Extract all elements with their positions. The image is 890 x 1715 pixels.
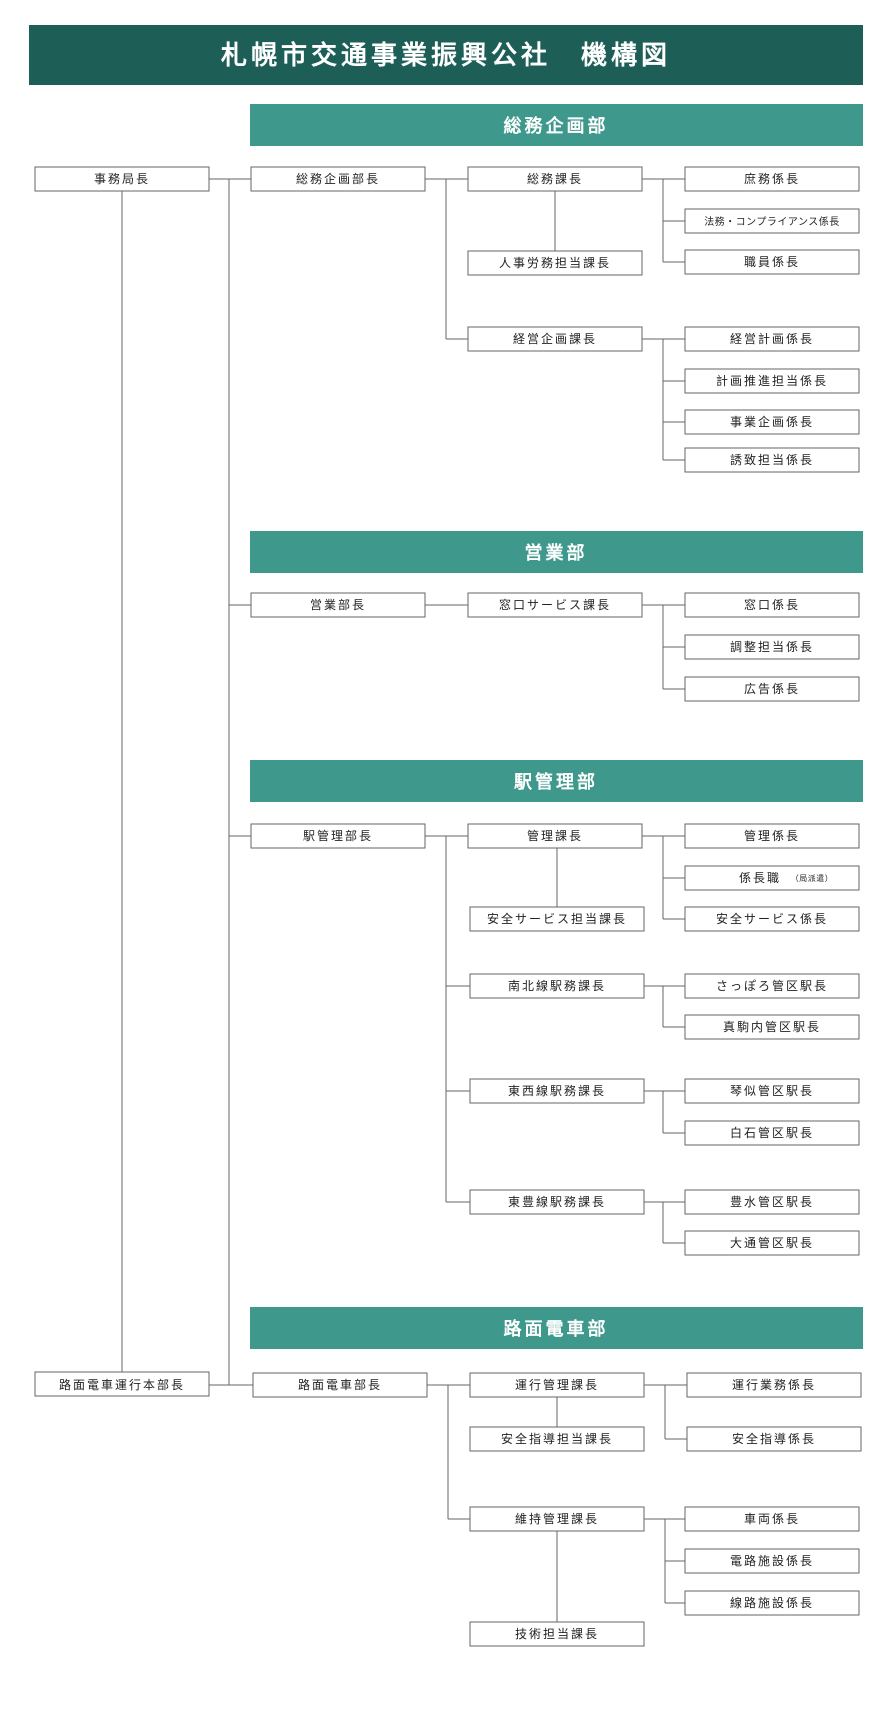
svg-text:路面電車運行本部長: 路面電車運行本部長 [59,1377,185,1392]
node-hosui-ekicho: 豊水管区駅長 [684,1189,860,1215]
node-keieikeikaku-kakari: 経営計画係長 [684,326,860,352]
node-keikaku-suishin-kakari: 計画推進担当係長 [684,368,860,394]
svg-text:経営計画係長: 経営計画係長 [730,331,814,346]
node-anzen-shido-kacho: 安全指導担当課長 [469,1426,645,1452]
svg-text:法務・コンプライアンス係長: 法務・コンプライアンス係長 [704,215,840,228]
dept-label-eki: 駅管理部 [513,771,598,793]
svg-text:安全サービス係長: 安全サービス係長 [716,911,828,926]
svg-text:南北線駅務課長: 南北線駅務課長 [508,978,606,993]
node-kokoku-kakari: 広告係長 [684,676,860,702]
svg-text:管理課長: 管理課長 [527,828,583,843]
node-shokuin-kakari: 職員係長 [684,249,860,275]
svg-text:職員係長: 職員係長 [744,255,800,269]
svg-text:線路施設係長: 線路施設係長 [730,1595,814,1610]
svg-text:係長職: 係長職 [739,871,781,885]
svg-text:豊水管区駅長: 豊水管区駅長 [730,1194,814,1209]
node-romen-bucho: 路面電車部長 [252,1372,428,1398]
node-kanri-kacho: 管理課長 [467,823,643,849]
chart-title: 札幌市交通事業振興公社 機構図 [221,40,671,71]
node-anzen-service-kacho: 安全サービス担当課長 [469,906,645,932]
node-sapporo-ekicho: さっぽろ管区駅長 [684,973,860,999]
svg-text:さっぽろ管区駅長: さっぽろ管区駅長 [716,978,828,993]
node-gijutsu-kacho: 技術担当課長 [469,1621,645,1647]
node-jimukyokucho: 事務局長 [34,166,210,192]
node-shomu-kakari: 庶務係長 [684,166,860,192]
node-keiei-kacho: 経営企画課長 [467,326,643,352]
svg-text:大通管区駅長: 大通管区駅長 [730,1235,814,1250]
dept-bar-eki [250,760,863,802]
svg-text:窓口係長: 窓口係長 [744,597,800,612]
svg-text:計画推進担当係長: 計画推進担当係長 [716,373,828,388]
svg-text:事務局長: 事務局長 [94,172,150,186]
node-madoguchi-kacho: 窓口サービス課長 [467,592,643,618]
node-shiroishi-ekicho: 白石管区駅長 [684,1120,860,1146]
node-jinji-kacho: 人事労務担当課長 [467,250,643,276]
node-unko-gyomu-kakari: 運行業務係長 [686,1372,862,1398]
svg-text:広告係長: 広告係長 [744,682,800,696]
node-romen-honbucho: 路面電車運行本部長 [34,1371,210,1397]
svg-text:総務企画部長: 総務企画部長 [296,171,380,186]
svg-text:誘致担当係長: 誘致担当係長 [730,453,814,467]
node-iji-kanri-kacho: 維持管理課長 [469,1506,645,1532]
svg-text:琴似管区駅長: 琴似管区駅長 [730,1083,814,1098]
dept-label-romen: 路面電車部 [504,1318,609,1340]
dept-label-somu: 総務企画部 [504,115,609,137]
node-anzen-shido-kakari: 安全指導係長 [686,1426,862,1452]
svg-text:白石管区駅長: 白石管区駅長 [730,1125,814,1140]
dept-bar-eigyo [250,531,863,573]
node-yuchi-kakari: 誘致担当係長 [684,447,860,473]
node-unko-kanri-kacho: 運行管理課長 [469,1372,645,1398]
svg-text:安全指導担当課長: 安全指導担当課長 [501,1431,613,1446]
node-kotoni-ekicho: 琴似管区駅長 [684,1078,860,1104]
node-jigyo-kikaku-kakari: 事業企画係長 [684,409,860,435]
node-somu-kacho: 総務課長 [467,166,643,192]
dept-label-eigyo: 営業部 [525,542,588,564]
haken-note: （局派遣） [791,873,834,883]
node-denro-kakari: 電路施設係長 [684,1548,860,1574]
dept-bar-somu [250,104,863,146]
node-sharyo-kakari: 車両係長 [684,1506,860,1532]
node-toho-kacho: 東豊線駅務課長 [469,1189,645,1215]
connector-lines [121,178,687,1622]
svg-text:人事労務担当課長: 人事労務担当課長 [499,255,611,270]
svg-text:路面電車部長: 路面電車部長 [298,1377,382,1392]
svg-text:技術担当課長: 技術担当課長 [515,1626,599,1641]
node-kanri-kakari: 管理係長 [684,823,860,849]
svg-text:電路施設係長: 電路施設係長 [730,1553,814,1568]
svg-text:安全指導係長: 安全指導係長 [732,1431,816,1446]
node-homu-kakari: 法務・コンプライアンス係長 [684,208,860,234]
node-chosei-kakari: 調整担当係長 [684,634,860,660]
svg-text:管理係長: 管理係長 [744,828,800,843]
node-makomanai-ekicho: 真駒内管区駅長 [684,1014,860,1040]
node-somu-bucho: 総務企画部長 [250,166,426,192]
svg-text:窓口サービス課長: 窓口サービス課長 [499,597,611,612]
svg-text:調整担当係長: 調整担当係長 [730,639,814,654]
svg-text:庶務係長: 庶務係長 [744,171,800,186]
dept-bar-romen [250,1307,863,1349]
svg-text:総務課長: 総務課長 [527,171,583,186]
node-tozai-kacho: 東西線駅務課長 [469,1078,645,1104]
svg-text:事業企画係長: 事業企画係長 [730,414,814,429]
svg-text:運行業務係長: 運行業務係長 [732,1378,816,1392]
svg-text:営業部長: 営業部長 [310,597,366,612]
node-anzen-service-kakari: 安全サービス係長 [684,906,860,932]
svg-text:真駒内管区駅長: 真駒内管区駅長 [723,1019,821,1034]
svg-text:維持管理課長: 維持管理課長 [515,1511,599,1526]
svg-text:経営企画課長: 経営企画課長 [513,331,597,346]
node-senro-kakari: 線路施設係長 [684,1590,860,1616]
node-eigyo-bucho: 営業部長 [250,592,426,618]
title-banner [29,25,863,85]
node-eki-bucho: 駅管理部長 [250,823,426,849]
svg-text:安全サービス担当課長: 安全サービス担当課長 [487,911,627,926]
node-odori-ekicho: 大通管区駅長 [684,1230,860,1256]
node-kakaricho-shoku: 係長職 （局派遣） [684,865,860,891]
svg-text:運行管理課長: 運行管理課長 [515,1377,599,1392]
node-madoguchi-kakari: 窓口係長 [684,592,860,618]
svg-text:東豊線駅務課長: 東豊線駅務課長 [508,1194,606,1209]
svg-text:東西線駅務課長: 東西線駅務課長 [508,1083,606,1098]
svg-text:駅管理部長: 駅管理部長 [303,828,373,843]
svg-text:車両係長: 車両係長 [744,1512,800,1526]
node-nanboku-kacho: 南北線駅務課長 [469,973,645,999]
